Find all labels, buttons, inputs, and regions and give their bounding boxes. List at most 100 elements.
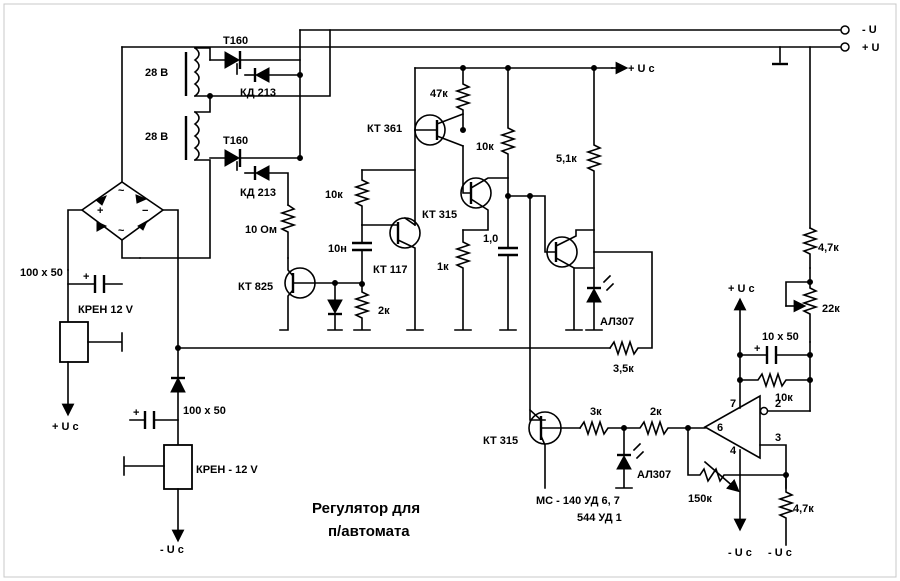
label-al307-1: АЛ307 bbox=[600, 316, 634, 328]
label-opamp-part1: МС - 140 УД 6, 7 bbox=[536, 495, 620, 507]
resistor-3k bbox=[578, 419, 625, 437]
label-opamp-part2: 544 УД 1 bbox=[577, 512, 622, 524]
transistor-kt315-b bbox=[528, 408, 581, 489]
potentiometer-22k bbox=[785, 267, 819, 343]
label-1k: 1к bbox=[437, 261, 449, 273]
label-47k: 47к bbox=[430, 88, 448, 100]
resistor-10k-b bbox=[499, 67, 517, 197]
label-kt361: КТ 361 bbox=[367, 123, 402, 135]
bridge-plus: + bbox=[97, 205, 103, 217]
diode-kd213-1 bbox=[244, 67, 303, 83]
title-line2: п/автомата bbox=[328, 523, 410, 540]
label-10k-fb: 10к bbox=[775, 392, 793, 404]
label-kren-neg-12v: КРЕН - 12 V bbox=[196, 464, 258, 476]
cap-plus-2: + bbox=[133, 407, 139, 419]
label-minus-uc-right: - U c bbox=[768, 547, 792, 559]
label-22k: 22к bbox=[822, 303, 840, 315]
label-kt117: КТ 117 bbox=[373, 264, 408, 276]
resistor-2k-a bbox=[353, 283, 371, 331]
label-100x50-a: 100 x 50 bbox=[20, 267, 63, 279]
label-10k-a: 10к bbox=[325, 189, 343, 201]
thyristor-t160-2 bbox=[209, 149, 303, 171]
label-2k-a: 2к bbox=[378, 305, 390, 317]
label-1-0: 1,0 bbox=[483, 233, 498, 245]
label-10n: 10н bbox=[328, 243, 347, 255]
opamp-pin2: 2 bbox=[775, 398, 781, 410]
transistor-kt117 bbox=[361, 216, 424, 331]
label-kd213-2: КД 213 bbox=[240, 187, 276, 199]
transformer bbox=[139, 29, 331, 259]
label-kren-12v: КРЕН 12 V bbox=[78, 304, 134, 316]
opamp-pin3: 3 bbox=[775, 432, 781, 444]
label-minus-u: - U bbox=[862, 24, 877, 36]
label-4-7k-a: 4,7к bbox=[818, 242, 839, 254]
label-4-7k-b: 4,7к bbox=[793, 503, 814, 515]
diode-kd213-2 bbox=[244, 165, 289, 206]
label-plus-uc-top: + U c bbox=[628, 63, 655, 75]
frame-border bbox=[3, 3, 897, 578]
transistor-led-driver bbox=[546, 229, 595, 331]
label-minus-uc-opamp: - U c bbox=[728, 547, 752, 559]
resistor-10k-fb bbox=[737, 341, 813, 412]
led-al307-2 bbox=[615, 427, 645, 489]
resistor-4-7k-a bbox=[801, 226, 819, 269]
top-rails bbox=[121, 25, 850, 229]
capacitor-10n bbox=[352, 224, 372, 285]
label-10om: 10 Ом bbox=[245, 224, 277, 236]
label-winding1: 28 В bbox=[145, 67, 168, 79]
label-plus-u: + U bbox=[862, 42, 879, 54]
terminal-minus-u bbox=[840, 25, 850, 35]
capacitor-100x50-top bbox=[67, 275, 123, 293]
label-al307-2: АЛ307 bbox=[637, 469, 671, 481]
transistor-kt361 bbox=[361, 67, 465, 226]
opamp-pin6: 6 bbox=[717, 422, 723, 434]
label-t160-2: Т160 bbox=[223, 135, 248, 147]
resistor-47k bbox=[454, 67, 472, 131]
label-3k: 3к bbox=[590, 406, 602, 418]
opamp-pin7: 7 bbox=[730, 398, 736, 410]
label-plus-uc-left: + U c bbox=[52, 421, 79, 433]
opamp-pin4: 4 bbox=[730, 445, 737, 457]
resistor-1k bbox=[454, 229, 472, 331]
diode-kt825-base bbox=[327, 282, 343, 331]
resistor-2k-b bbox=[623, 419, 689, 437]
cap-plus-1: + bbox=[83, 271, 89, 283]
label-5-1k: 5,1к bbox=[556, 153, 577, 165]
label-t160-1: Т160 bbox=[223, 35, 248, 47]
transistor-kt825 bbox=[279, 257, 361, 331]
label-kt825: КТ 825 bbox=[238, 281, 273, 293]
resistor-10k-a bbox=[353, 169, 371, 226]
label-kt315-b: КТ 315 bbox=[483, 435, 518, 447]
bridge-ac2: ~ bbox=[118, 225, 125, 237]
diode-supply bbox=[170, 347, 186, 446]
label-plus-uc-opamp: + U c bbox=[728, 283, 755, 295]
label-10k-b: 10к bbox=[476, 141, 494, 153]
capacitor-10x50 bbox=[737, 346, 813, 364]
resistor-150k bbox=[687, 427, 787, 493]
regulator-kren-12v-neg bbox=[123, 444, 193, 543]
regulator-kren-12v bbox=[59, 269, 123, 417]
label-kd213-1: КД 213 bbox=[240, 87, 276, 99]
transistor-kt315-a bbox=[460, 145, 509, 231]
bridge-minus: − bbox=[142, 205, 148, 217]
label-minus-uc-left: - U c bbox=[160, 544, 184, 556]
label-kt315-a: КТ 315 bbox=[422, 209, 457, 221]
label-150k: 150к bbox=[688, 493, 712, 505]
label-100x50-b: 100 x 50 bbox=[183, 405, 226, 417]
resistor-4-7k-b bbox=[777, 474, 795, 546]
capacitor-100x50-bottom bbox=[129, 411, 179, 429]
resistor-3-5k bbox=[594, 251, 653, 357]
capacitor-1-0 bbox=[498, 195, 518, 331]
label-winding2: 28 В bbox=[145, 131, 168, 143]
title-line1: Регулятор для bbox=[312, 500, 420, 517]
label-2k-b: 2к bbox=[650, 406, 662, 418]
cap-plus-3: + bbox=[754, 343, 760, 355]
label-10x50: 10 x 50 bbox=[762, 331, 799, 343]
led-al307-1 bbox=[585, 251, 615, 331]
label-3-5k: 3,5к bbox=[613, 363, 634, 375]
diode-bridge bbox=[67, 181, 179, 349]
bridge-ac1: ~ bbox=[118, 185, 125, 197]
thyristor-t160-1 bbox=[209, 51, 301, 75]
